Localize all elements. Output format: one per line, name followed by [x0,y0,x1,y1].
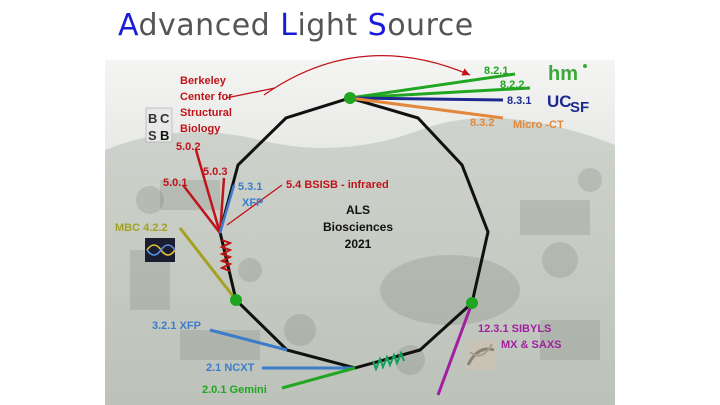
title-rest-a: dvanced [138,8,281,43]
label-micro-ct: Micro -CT [513,119,564,131]
slide-title: Advanced Light Source [118,8,474,43]
bcsb-label-line2: Center for [180,91,233,103]
bcsb-leader-arrow [225,87,276,99]
ring-node-sector-3 [230,294,242,306]
bcsb-label-line1: Berkeley [180,75,227,87]
center-label-line3: 2021 [345,237,372,251]
label-21: 2.1 NCXT [206,362,255,374]
label-822: 8.2.2 [500,79,524,91]
bcsb-logo-letter-2: C [160,111,170,126]
ring-node-sector-12 [466,297,478,309]
beamline-531 [218,184,236,234]
wiggler-red [219,239,233,272]
ucsf-logo-sf: SF [570,99,589,116]
label-54: 5.4 BSISB - infrared [286,179,389,191]
hm-logo: hm [548,63,578,85]
bcsb-label-line3: Structural [180,107,232,119]
ring-direction-arrow [263,55,471,96]
label-mbc: MBC 4.2.2 [115,222,168,234]
center-label-line1: ALS [346,203,370,217]
title-initial-a: A [118,8,139,43]
beamline-822 [349,86,531,100]
label-502: 5.0.2 [176,141,200,153]
label-831: 8.3.1 [507,95,531,107]
title-initial-l: L [280,8,298,43]
undulator-green [372,350,405,372]
bcsb-logo-letter-3: S [148,128,157,143]
label-1231-line1: 12.3.1 SIBYLS [478,323,551,335]
label-821: 8.2.1 [484,65,508,77]
beamline-502 [194,149,222,234]
label-531: 5.3.1 [238,181,262,193]
bcsb-logo-letter-1: B [148,111,157,126]
protein-structure-image [466,340,496,370]
beamline-321 [209,328,288,352]
label-832: 8.3.2 [470,117,494,129]
dna-helix-icon [145,238,176,262]
label-xfp-531: XFP [242,197,263,209]
label-503: 5.0.3 [203,166,227,178]
center-label-line2: Biosciences [323,220,393,234]
label-1231-line2: MX & SAXS [501,339,562,351]
bcsb-logo: B C S B [145,107,173,143]
label-321: 3.2.1 XFP [152,320,201,332]
beamline-503 [218,177,226,234]
beamline-mbc [178,227,238,301]
beamline-832 [349,96,504,120]
beamline-54-leader [226,184,283,226]
ucsf-logo-uc: UC [547,92,572,111]
hm-logo-dot [583,64,587,68]
beamline-201 [281,366,356,390]
title-rest-l: ight [297,8,368,43]
bcsb-label-line4: Biology [180,123,221,135]
title-rest-s: ource [387,8,474,43]
bcsb-logo-letter-4: B [160,128,169,143]
beamline-831 [349,96,504,102]
beamline-501 [182,184,221,234]
label-201: 2.0.1 Gemini [202,384,267,396]
title-initial-s: S [367,8,388,43]
beamline-821 [349,72,516,100]
ring-node-sector-8 [344,92,356,104]
beamline-1231 [436,302,474,396]
label-501: 5.0.1 [163,177,187,189]
